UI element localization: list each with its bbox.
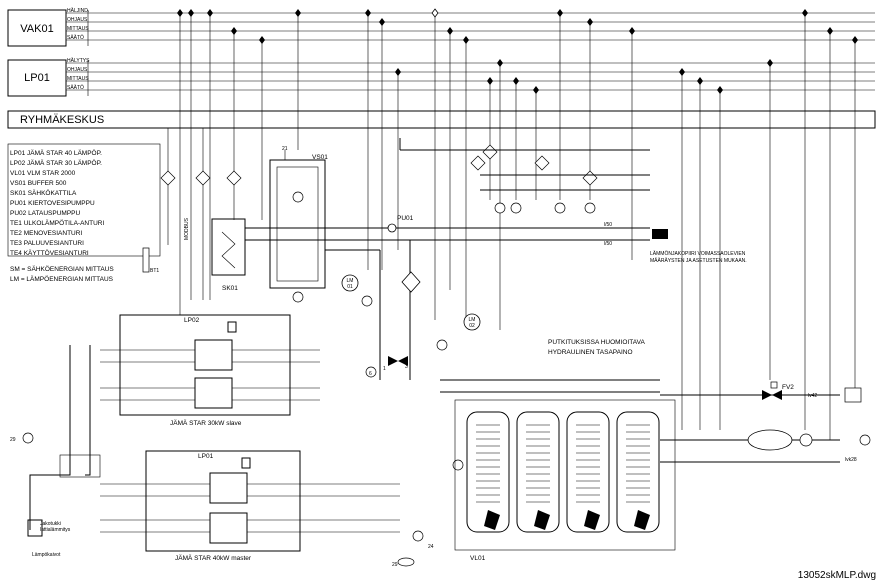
legend: LP01 JÄMÄ STAR 40 LÄMPÖP. LP02 JÄMÄ STAR… xyxy=(7,143,161,283)
pump-num-6: 6 xyxy=(369,371,372,377)
heat-exchanger xyxy=(401,271,421,293)
valve-num-1: 1 xyxy=(383,366,386,372)
control-wires xyxy=(167,13,856,440)
legend-item-2: LP02 JÄMÄ STAR 30 LÄMPÖP. xyxy=(10,159,102,167)
tap-icon xyxy=(844,387,862,403)
sk01-label: SK01 xyxy=(222,285,238,292)
vs01-buffer-tank: 21 VS01 xyxy=(269,146,328,289)
balance-note-1: PUTKITUKSISSA HUOMIOITAVA xyxy=(548,339,645,346)
lp02-caption: JÄMÄ STAR 30kW slave xyxy=(170,419,242,427)
bus-lp01: LP01 HÄLYTYS OHJAUS MITTAUS SÄÄTÖ xyxy=(7,57,875,97)
bus-lp01-line-2: OHJAUS xyxy=(67,67,88,73)
lampokaivot-label: Lämpökaivot xyxy=(32,552,61,558)
svg-text:01: 01 xyxy=(347,284,353,290)
sk01-boiler: SK01 xyxy=(211,218,246,292)
tank-3 xyxy=(566,411,610,533)
lv42-label: lv42 xyxy=(808,393,817,399)
expansion-num-2: 29 xyxy=(392,562,398,568)
bus-vak01-line-4: SÄÄTÖ xyxy=(67,34,84,41)
legend-item-9: TE2 MENOVESIANTURI xyxy=(10,230,82,237)
bus-junction-open xyxy=(431,8,439,18)
lm02-meter: LM 02 xyxy=(463,313,481,331)
bt1-label: BT1 xyxy=(150,268,159,274)
balance-note-2: HYDRAULINEN TASAPAINO xyxy=(548,349,633,356)
num-24: 24 xyxy=(428,544,434,550)
pu01-label: PU01 xyxy=(397,215,414,222)
jako-label-1: Jakotukki xyxy=(40,521,61,527)
lvk28-label: lvk28 xyxy=(845,457,857,463)
temperature-sensors xyxy=(292,191,596,542)
bus-ryhmakeskus: RYHMÄKESKUS xyxy=(7,110,876,129)
bt1-sensor xyxy=(142,247,150,273)
pipe-label-1: l/50 xyxy=(604,222,612,228)
modbus-link: MODBUS xyxy=(179,217,190,315)
lp02-heat-pump: LP02 JÄMÄ STAR 30kW slave xyxy=(100,314,320,427)
dhw-side: FV2 lv42 lvk28 xyxy=(660,381,871,463)
lp01-label: LP01 xyxy=(198,453,214,460)
tank-2 xyxy=(516,411,560,533)
bus-vak01-line-2: OHJAUS xyxy=(67,17,88,23)
bus-ryhmakeskus-title: RYHMÄKESKUS xyxy=(20,114,104,126)
sensor-note-2: MÄÄRÄYSTEN JA ASETUSTEN MUKAAN. xyxy=(650,257,747,264)
tank-4 xyxy=(616,411,660,533)
bus-vak01-line-1: HÄLJIND. xyxy=(67,7,89,14)
modbus-label: MODBUS xyxy=(184,217,190,240)
bus-lp01-line-1: HÄLYTYS xyxy=(67,57,90,64)
svg-text:LM: LM xyxy=(469,317,476,323)
main-pipes xyxy=(245,138,650,380)
vl01-storage: VL01 PUTKITUKSISSA HUOMIOITAVA HYDRAULIN… xyxy=(440,339,676,562)
svg-text:02: 02 xyxy=(469,323,475,329)
three-way-valve: 1 3 6 xyxy=(365,356,408,378)
legend-item-3: VL01 VLM STAR 2000 xyxy=(10,170,76,177)
lp01-caption: JÄMÄ STAR 40kW master xyxy=(175,554,252,562)
legend-item-7: PU02 LATAUSPUMPPU xyxy=(10,210,81,217)
legend-item-5: SK01 SÄHKÖKATTILA xyxy=(10,189,77,197)
pipe-label-2: l/50 xyxy=(604,241,612,247)
expansion-vessel: 29 24 xyxy=(392,544,434,568)
lp01-heat-pump: LP01 JÄMÄ STAR 40kW master xyxy=(100,450,400,562)
legend-item-8: TE1 ULKOLÄMPÖTILA-ANTURI xyxy=(10,219,104,227)
jako-label-2: lattialämmitys xyxy=(40,527,71,533)
valve-num-3: 3 xyxy=(405,364,408,370)
vl01-label: VL01 xyxy=(470,555,486,562)
lp02-label: LP02 xyxy=(184,317,200,324)
pu01-pump: PU01 xyxy=(387,215,414,233)
legend-item-10: TE3 PALUUVESIANTURI xyxy=(10,240,84,247)
vs01-num: 21 xyxy=(282,146,288,152)
svg-text:LM: LM xyxy=(347,278,354,284)
fv2-label: FV2 xyxy=(782,384,794,391)
legend-item-6: PU01 KIERTOVESIPUMPPU xyxy=(10,200,95,207)
legend-item-1: LP01 JÄMÄ STAR 40 LÄMPÖP. xyxy=(10,149,102,157)
vs01-label: VS01 xyxy=(312,154,328,161)
bus-lp01-line-3: MITTAUS xyxy=(67,76,89,82)
drawing-filename: 13052skMLP.dwg xyxy=(798,570,876,581)
expansion-num: 29 xyxy=(10,437,16,443)
legend-note-sm: SM = SÄHKÖENERGIAN MITTAUS xyxy=(10,265,114,273)
legend-note-lm: LM = LÄMPÖENERGIAN MITTAUS xyxy=(10,275,114,283)
ground-loop: Jakotukki lattialämmitys Lämpökaivot 29 … xyxy=(10,247,159,558)
legend-item-11: TE4 KÄYTTÖVESIANTURI xyxy=(10,249,89,257)
room-unit: l/50 l/50 LÄMMÖNJAKOPIIRI VOIMASSAOLEVIE… xyxy=(604,222,747,264)
bus-vak01-title: VAK01 xyxy=(20,23,53,35)
legend-item-4: VS01 BUFFER 500 xyxy=(10,180,67,187)
sensor-diamonds xyxy=(160,144,598,186)
tank-1 xyxy=(466,411,510,533)
bus-lp01-title: LP01 xyxy=(24,72,50,84)
bus-lp01-line-4: SÄÄTÖ xyxy=(67,84,84,91)
bus-junctions xyxy=(177,9,858,94)
bus-vak01-line-3: MITTAUS xyxy=(67,26,89,32)
sensor-note-1: LÄMMÖNJAKOPIIRI VOIMASSAOLEVIEN xyxy=(650,250,746,257)
lm01-meter: LM 01 xyxy=(341,274,359,292)
bus-vak01: VAK01 HÄLJIND. OHJAUS MITTAUS SÄÄTÖ xyxy=(7,7,875,47)
